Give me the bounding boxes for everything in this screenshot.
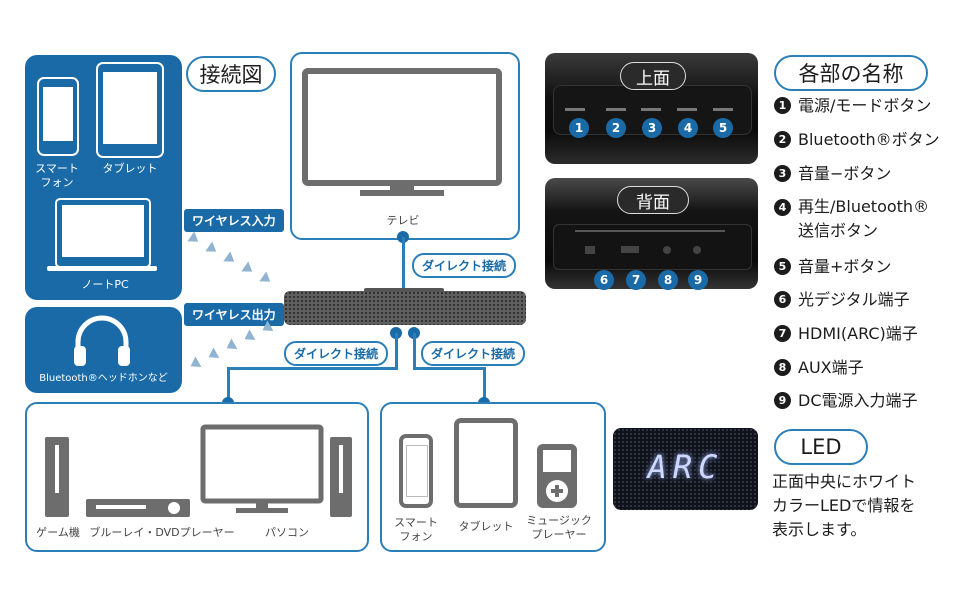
top-marker-3: 3 (642, 118, 662, 138)
top-marker-1: 1 (569, 118, 589, 138)
part-label-7: HDMI(ARC)端子 (798, 324, 918, 343)
mobile-smartphone-icon (399, 434, 433, 508)
direct-connection-tag-right: ダイレクト接続 (421, 341, 526, 366)
part-number-8: 8 (774, 359, 791, 376)
laptop-label: ノートPC (81, 278, 129, 291)
part-item-3: 3 音量−ボタン (774, 163, 940, 197)
tv-icon (302, 68, 502, 200)
tv-label: テレビ (386, 214, 420, 227)
back-marker-9: 9 (688, 270, 708, 290)
bluray-player-label: ブルーレイ・DVDプレーヤー (89, 526, 235, 539)
music-player-icon (537, 444, 577, 508)
led-description-line-2: カラーLEDで情報を (772, 496, 916, 515)
top-marker-5: 5 (713, 118, 733, 138)
game-console-label: ゲーム機 (36, 526, 80, 539)
right-wire-vertical (413, 333, 416, 369)
pc-tower-icon (330, 437, 352, 517)
part-label-1: 電源/モードボタン (798, 96, 932, 115)
wireless-out-arrow-4 (205, 347, 220, 363)
laptop-base-icon (47, 266, 157, 271)
wireless-out-arrow-2 (241, 329, 256, 345)
led-description-line-3: 表示します。 (772, 520, 867, 539)
tablet-icon (96, 62, 164, 158)
back-marker-6: 6 (594, 270, 614, 290)
smartphone-icon (37, 77, 79, 156)
part-label-9: DC電源入力端子 (798, 391, 918, 410)
diagram-title: 接続図 (186, 56, 276, 92)
part-number-3: 3 (774, 165, 791, 182)
part-label-3: 音量−ボタン (798, 164, 892, 183)
part-label-5: 音量+ボタン (798, 257, 892, 276)
part-item-1: 1 電源/モードボタン (774, 95, 940, 129)
part-item-9: 9 DC電源入力端子 (774, 390, 940, 420)
led-description: 正面中央にホワイト カラーLEDで情報を 表示します。 (772, 470, 916, 542)
smartphone-label: スマート フォン (35, 162, 79, 189)
left-wire-horizontal (227, 367, 398, 370)
part-item-7: 7 HDMI(ARC)端子 (774, 323, 940, 357)
parts-list: 1 電源/モードボタン 2 Bluetooth®ボタン 3 音量−ボタン 4 再生/Bl… (774, 95, 940, 420)
part-item-4: 4 再生/Bluetooth® 送信ボタン (774, 197, 940, 256)
direct-connection-tag-left: ダイレクト接続 (284, 341, 389, 366)
wireless-in-arrow-4 (241, 261, 256, 277)
part-item-2: 2 Bluetooth®ボタン (774, 129, 940, 163)
back-marker-8: 8 (658, 270, 678, 290)
headphones-panel (25, 307, 182, 393)
part-label-2: Bluetooth®ボタン (798, 130, 940, 149)
headphones-label: Bluetooth®ヘッドホンなど (39, 373, 168, 384)
tv-box (290, 52, 520, 240)
part-number-6: 6 (774, 291, 791, 308)
parts-title: 各部の名称 (774, 55, 928, 91)
wireless-in-arrow-1 (187, 231, 202, 247)
part-number-5: 5 (774, 258, 791, 275)
part-number-1: 1 (774, 97, 791, 114)
part-number-2: 2 (774, 131, 791, 148)
wireless-out-arrow-5 (187, 356, 202, 372)
game-console-icon (45, 437, 69, 517)
right-wire-down (483, 367, 486, 401)
right-wire-horizontal (413, 367, 486, 370)
part-label-8: AUX端子 (798, 358, 864, 377)
back-marker-7: 7 (626, 270, 646, 290)
wireless-in-arrow-3 (223, 251, 238, 267)
top-marker-2: 2 (606, 118, 626, 138)
part-label-6: 光デジタル端子 (798, 290, 910, 309)
music-player-label: ミュージック プレーヤー (526, 514, 592, 541)
tablet-label: タブレット (102, 162, 158, 175)
wireless-output-tag: ワイヤレス出力 (184, 303, 284, 326)
back-view-label: 背面 (617, 186, 689, 214)
part-number-9: 9 (774, 392, 791, 409)
part-item-5: 5 音量+ボタン (774, 256, 940, 289)
part-number-4: 4 (774, 199, 791, 216)
pc-monitor-icon (200, 424, 324, 516)
left-wire-down (227, 367, 230, 401)
led-description-line-1: 正面中央にホワイト (772, 472, 917, 491)
mobile-tablet-label: タブレット (458, 520, 514, 533)
mobile-tablet-icon (454, 418, 518, 508)
top-marker-4: 4 (678, 118, 698, 138)
part-label-4: 再生/Bluetooth® 送信ボタン (798, 197, 930, 240)
led-title: LED (774, 429, 868, 465)
wireless-input-tag: ワイヤレス入力 (184, 209, 284, 232)
mobile-smartphone-label: スマート フォン (394, 516, 438, 543)
headphones-icon (70, 312, 134, 368)
part-item-6: 6 光デジタル端子 (774, 289, 940, 323)
tv-wire (402, 237, 405, 293)
wireless-in-arrow-5 (259, 271, 274, 287)
bluray-player-icon (86, 499, 190, 517)
soundbar-image (284, 288, 526, 325)
top-view-label: 上面 (620, 62, 686, 90)
led-display-text: ARC (647, 448, 724, 486)
part-item-8: 8 AUX端子 (774, 357, 940, 390)
left-wire-vertical (395, 333, 398, 369)
laptop-icon (55, 198, 151, 268)
led-display-photo: ARC (613, 428, 758, 510)
wireless-out-arrow-3 (223, 338, 238, 354)
part-number-7: 7 (774, 325, 791, 342)
wireless-in-arrow-2 (205, 241, 220, 257)
direct-connection-tag-tv: ダイレクト接続 (412, 253, 517, 278)
pc-label: パソコン (265, 526, 309, 539)
